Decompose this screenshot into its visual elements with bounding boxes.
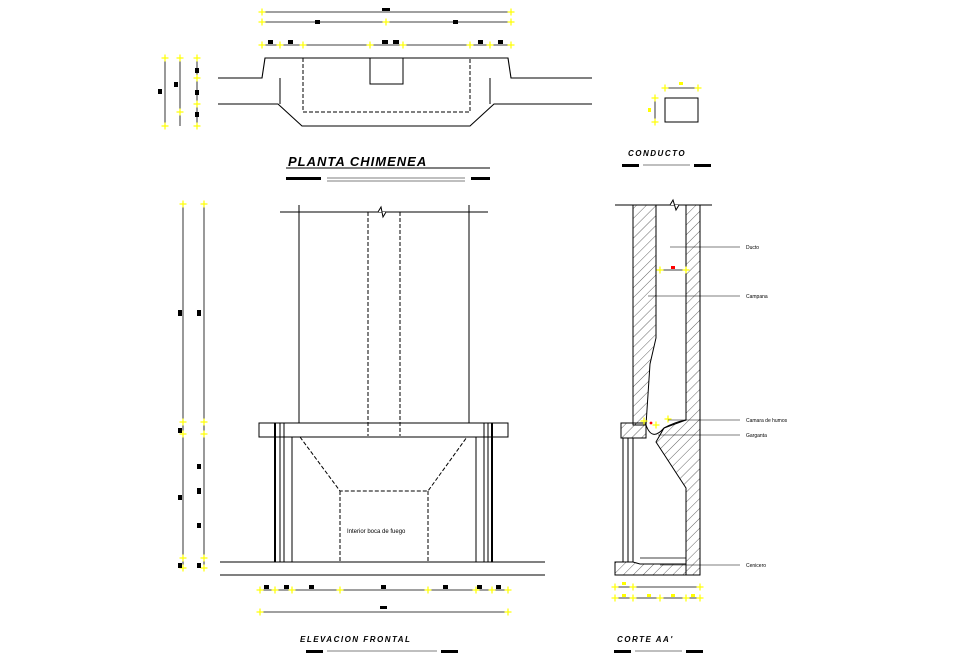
plan-dimension-top <box>257 7 516 50</box>
label-cenicero: Cenicero <box>746 563 766 569</box>
front-dimension-bottom <box>255 585 513 617</box>
section-title: CORTE AA' <box>614 635 703 653</box>
front-title: ELEVACION FRONTAL <box>300 635 458 653</box>
plan-dimension-left <box>158 53 202 131</box>
plan-view <box>158 7 592 131</box>
front-title-text: ELEVACION FRONTAL <box>300 635 411 644</box>
firebox-interior-label: Interior boca de fuego <box>347 529 406 535</box>
label-campana: Campana <box>746 294 768 300</box>
label-garganta: Garganta <box>746 433 767 439</box>
plan-title-text: PLANTA CHIMENEA <box>288 154 427 169</box>
section-view <box>610 198 740 603</box>
duct-title-text: CONDUCTO <box>628 149 686 158</box>
duct-title: CONDUCTO <box>622 149 711 167</box>
label-camara-de-humos: Camara de humos <box>746 418 788 424</box>
section-labels: Ducto Campana Camara de humos Garganta C… <box>746 245 788 569</box>
duct-detail <box>648 82 703 127</box>
plan-title: PLANTA CHIMENEA <box>286 154 490 182</box>
section-title-text: CORTE AA' <box>617 635 674 644</box>
front-dimension-left <box>178 199 209 573</box>
label-ducto: Ducto <box>746 245 759 251</box>
front-elevation <box>178 199 545 617</box>
